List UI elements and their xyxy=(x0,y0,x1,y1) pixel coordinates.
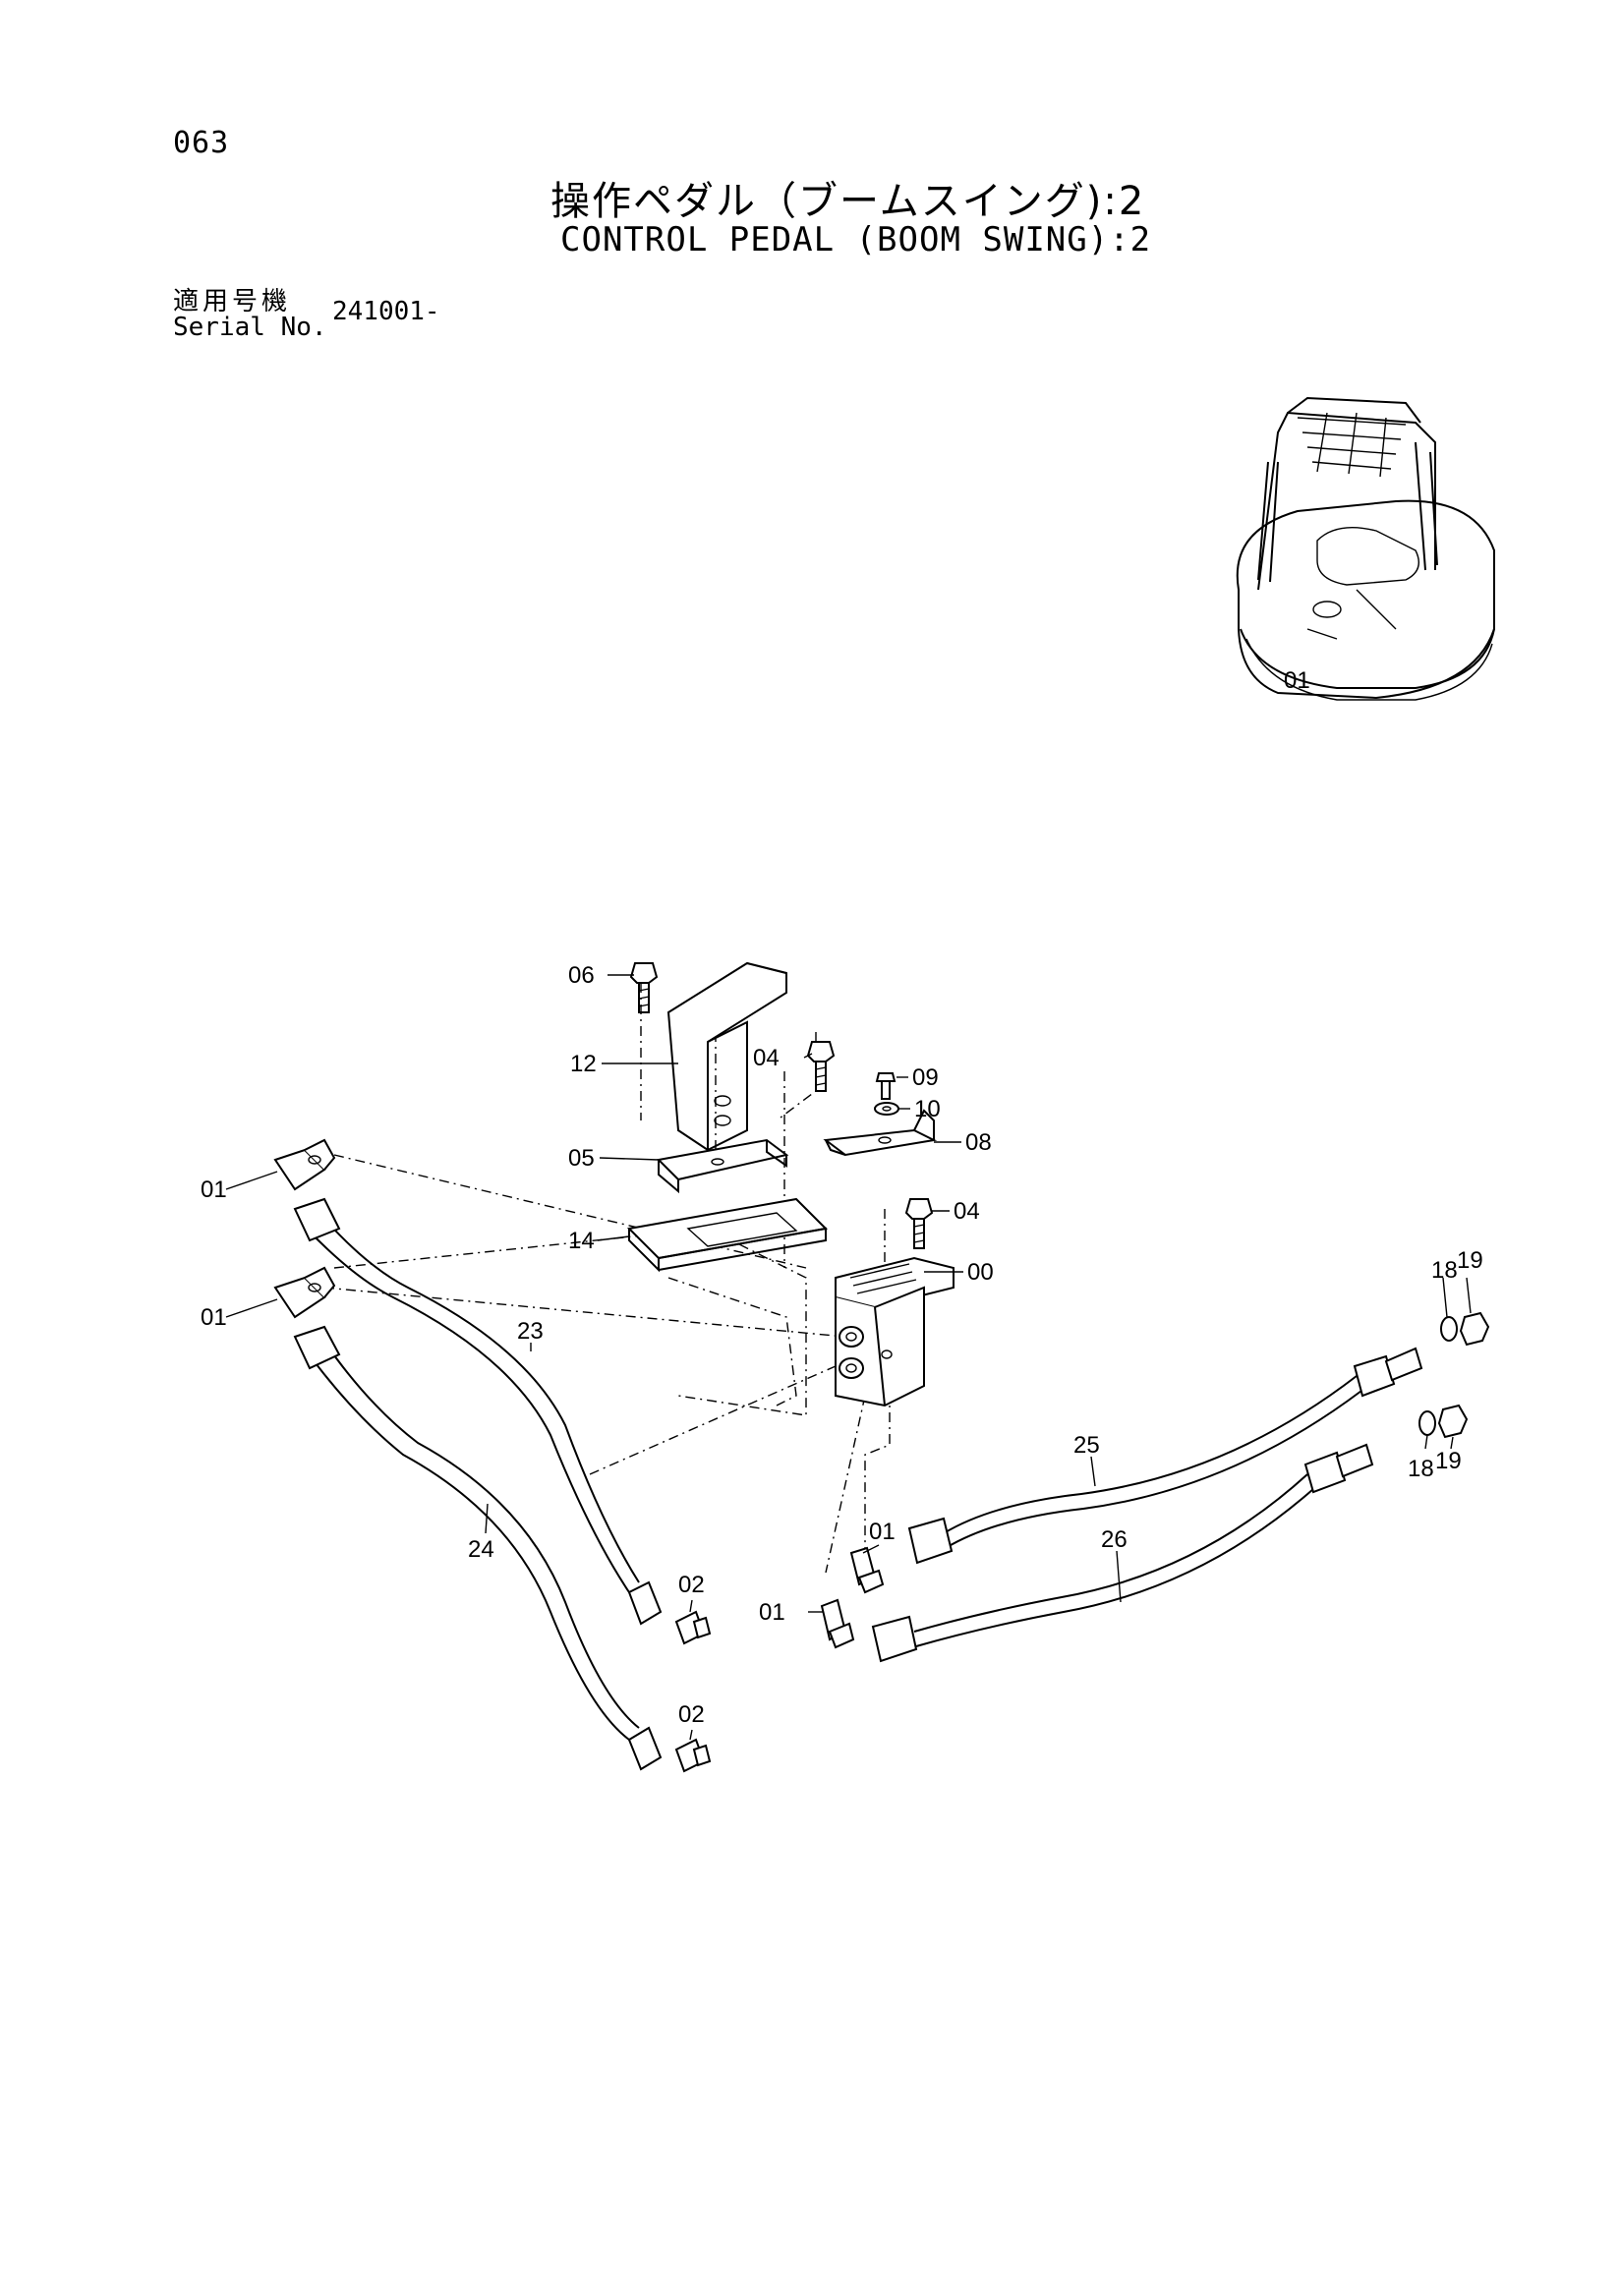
serial-number-value: 241001- xyxy=(332,297,440,326)
callout-04-upper: 04 xyxy=(753,1045,780,1071)
callout-05: 05 xyxy=(568,1145,595,1172)
leader-lines xyxy=(225,974,1472,1741)
serial-label-japanese: 適用号機 xyxy=(173,287,292,316)
overview-label: 01 xyxy=(1284,667,1310,694)
callout-04-lower: 04 xyxy=(954,1198,980,1225)
washer-18-lower xyxy=(1418,1410,1436,1436)
callout-18-lower: 18 xyxy=(1408,1456,1434,1482)
part-00-pedal-valve xyxy=(835,1256,955,1407)
part-10-washer xyxy=(874,1102,899,1116)
callout-25: 25 xyxy=(1073,1432,1100,1459)
callout-19-lower: 19 xyxy=(1435,1448,1462,1474)
callout-24: 24 xyxy=(468,1536,494,1563)
callout-08: 08 xyxy=(965,1129,992,1156)
callout-01-left-lower: 01 xyxy=(201,1304,227,1331)
nut-19-lower xyxy=(1437,1404,1469,1439)
callout-19-upper: 19 xyxy=(1457,1247,1483,1274)
callout-06: 06 xyxy=(568,962,595,989)
hose-25 xyxy=(907,1347,1423,1565)
page-number: 063 xyxy=(173,126,230,160)
callout-00: 00 xyxy=(967,1259,994,1286)
part-08-plate xyxy=(823,1109,938,1157)
part-04-bolt-upper xyxy=(806,1041,836,1092)
part-04-bolt-lower xyxy=(904,1198,934,1249)
callout-labels: 06 12 04 09 10 05 08 01 04 14 00 01 23 1… xyxy=(201,962,1483,1728)
callout-18-upper: 18 xyxy=(1431,1257,1458,1284)
callout-12: 12 xyxy=(570,1051,597,1077)
hose-26 xyxy=(871,1443,1374,1663)
connector-02-lower xyxy=(674,1738,712,1773)
title-english: CONTROL PEDAL (BOOM SWING):2 xyxy=(560,220,1152,259)
left-elbow-fitting-upper xyxy=(273,1138,336,1191)
hose-23 xyxy=(293,1197,663,1626)
serial-label-english: Serial No. xyxy=(173,313,327,342)
left-elbow-fitting-lower xyxy=(273,1266,336,1319)
part-12-bracket xyxy=(666,961,787,1152)
callout-01-left-upper: 01 xyxy=(201,1177,227,1203)
title-japanese: 操作ペダル（ブームスイング):2 xyxy=(550,179,1146,224)
connector-02-upper xyxy=(674,1610,712,1645)
callout-01-right-upper: 01 xyxy=(869,1519,896,1545)
hose-24 xyxy=(293,1325,663,1771)
part-06-bolt xyxy=(629,962,659,1013)
callout-14: 14 xyxy=(568,1228,595,1254)
part-05-plate xyxy=(656,1138,789,1194)
part-14-cover-plate xyxy=(626,1197,829,1273)
assembly-guide-lines xyxy=(323,983,896,1574)
callout-02-lower: 02 xyxy=(678,1701,705,1728)
callout-10: 10 xyxy=(914,1096,941,1122)
right-elbow-fitting-lower xyxy=(820,1598,855,1649)
callout-09: 09 xyxy=(912,1064,939,1091)
part-09-screw xyxy=(875,1072,897,1100)
nut-19-upper xyxy=(1459,1311,1490,1347)
machine-overview-illustration: 01 xyxy=(1236,396,1495,701)
callout-26: 26 xyxy=(1101,1526,1128,1553)
callout-01-right-lower: 01 xyxy=(759,1599,785,1626)
washer-18-upper xyxy=(1440,1316,1458,1342)
callout-02-upper: 02 xyxy=(678,1572,705,1598)
callout-23: 23 xyxy=(517,1318,544,1345)
right-elbow-fitting-upper xyxy=(849,1546,885,1594)
